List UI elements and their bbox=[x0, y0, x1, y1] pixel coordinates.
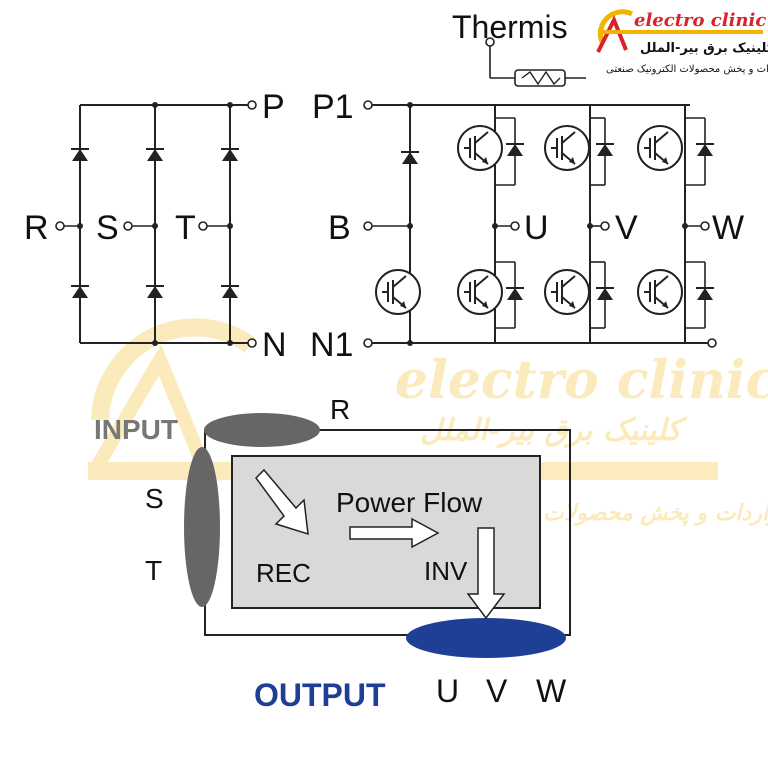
rec-label: REC bbox=[256, 558, 311, 588]
input-phase-r-label: R bbox=[330, 394, 350, 425]
logo-sub1: کلینیک برق بیر-الملل bbox=[640, 41, 768, 56]
input-oval-left bbox=[184, 447, 220, 607]
input-oval-top bbox=[204, 413, 320, 447]
inverter-bridge bbox=[363, 37, 717, 348]
terminal-p-label: P bbox=[262, 88, 285, 126]
output-phase-v-label: V bbox=[486, 673, 508, 709]
terminal-v-label: V bbox=[615, 209, 638, 247]
watermark-text: electro clinic bbox=[395, 350, 768, 411]
inv-arrow-icon bbox=[466, 527, 506, 620]
terminal-u-label: U bbox=[524, 209, 549, 247]
terminal-s-label: S bbox=[96, 209, 119, 247]
terminal-t-label: T bbox=[175, 209, 196, 247]
phase-leg-v bbox=[544, 105, 615, 343]
brand-logo: electro clinic کلینیک برق بیر-الملل وارد… bbox=[586, 0, 768, 84]
inv-label: INV bbox=[424, 556, 468, 586]
output-oval bbox=[406, 618, 566, 658]
rec-arrow-icon bbox=[255, 468, 309, 536]
logo-text: electro clinic bbox=[634, 10, 766, 31]
phase-leg-u bbox=[457, 105, 525, 343]
thermistor-icon bbox=[485, 37, 590, 87]
power-flow-diagram bbox=[184, 413, 571, 658]
terminal-b-label: B bbox=[328, 209, 351, 247]
terminal-r-label: R bbox=[24, 209, 49, 247]
input-label: INPUT bbox=[94, 414, 178, 445]
power-flow-label: Power Flow bbox=[336, 487, 483, 518]
phase-leg-w bbox=[637, 105, 715, 343]
input-phase-t-label: T bbox=[145, 555, 162, 586]
input-phase-s-label: S bbox=[145, 483, 164, 514]
terminal-w-label: W bbox=[712, 209, 744, 247]
output-label: OUTPUT bbox=[254, 677, 386, 713]
logo-icon bbox=[596, 9, 763, 53]
output-phase-w-label: W bbox=[536, 673, 567, 709]
rectifier-bridge bbox=[55, 100, 257, 348]
thermistor-label: Thermis bbox=[452, 9, 568, 45]
logo-sub2: واردات و پخش محصولات الکترونیک صنعتی bbox=[606, 64, 768, 75]
output-phase-u-label: U bbox=[436, 673, 459, 709]
terminal-n1-label: N1 bbox=[310, 326, 353, 364]
power-flow-arrow-icon bbox=[349, 517, 440, 549]
terminal-p1-label: P1 bbox=[312, 88, 354, 126]
terminal-n-label: N bbox=[262, 326, 287, 364]
